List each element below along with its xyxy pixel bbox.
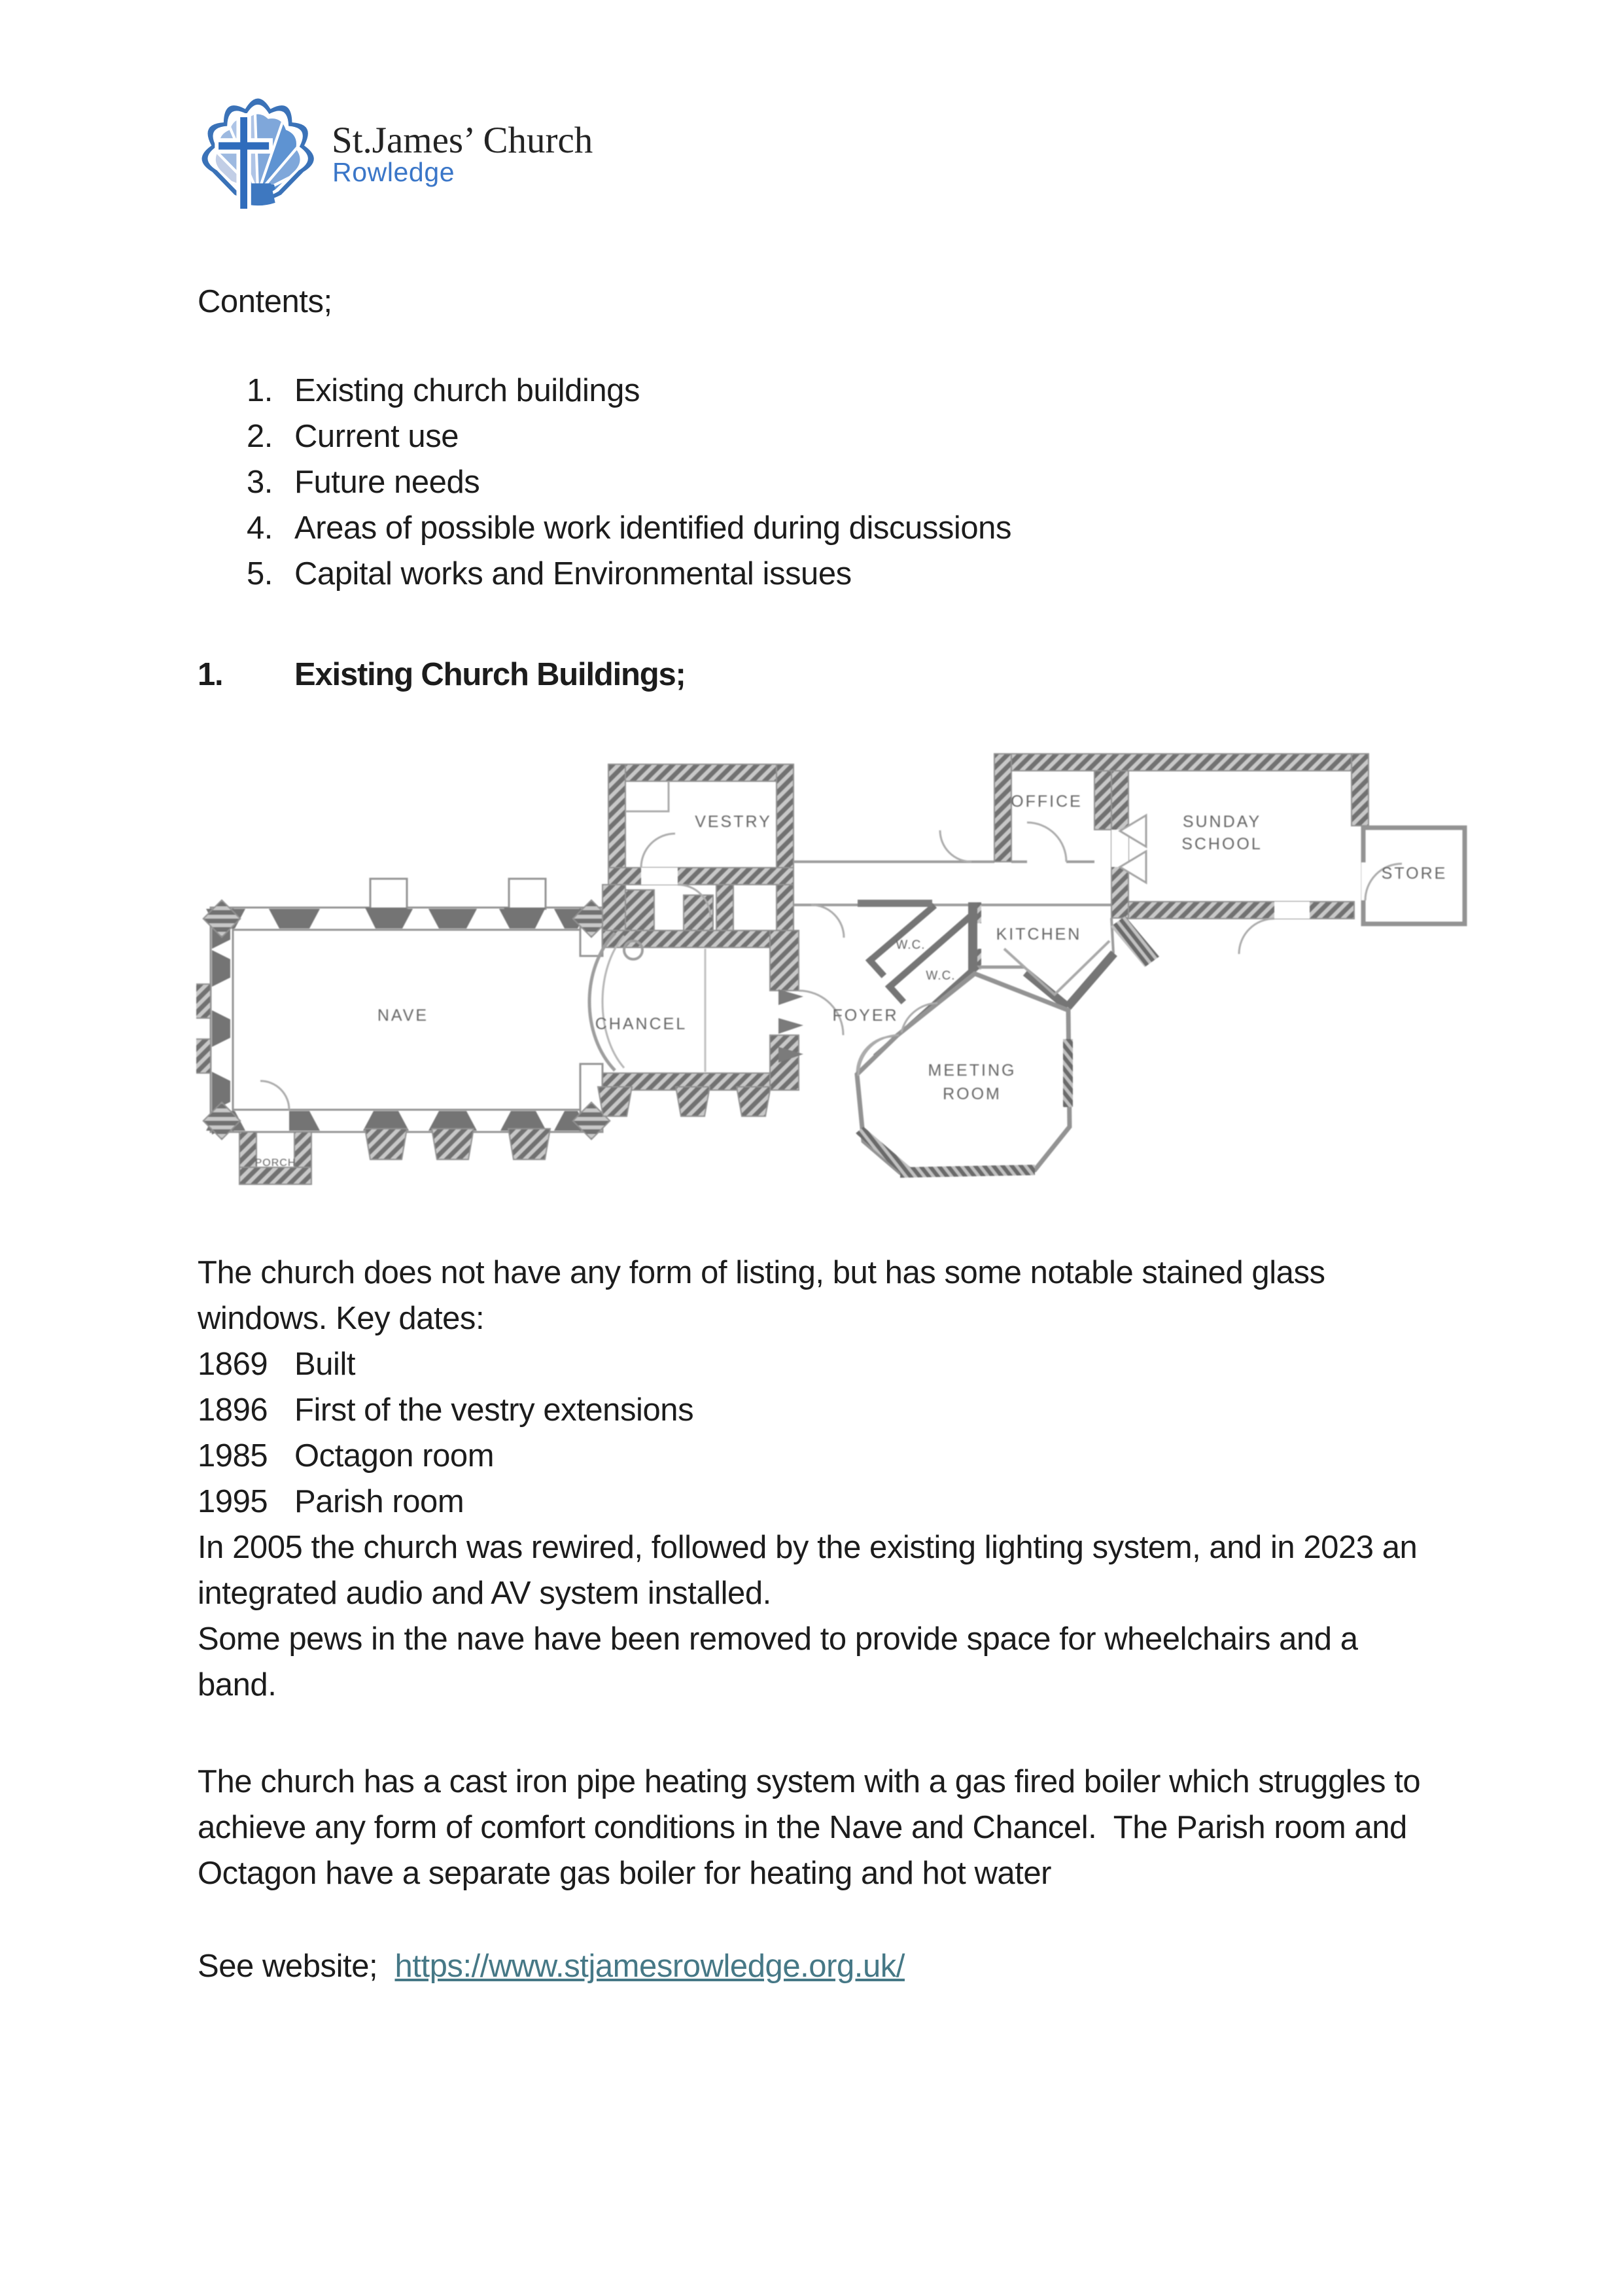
svg-text:OFFICE: OFFICE [1011,792,1083,811]
svg-text:PORCH: PORCH [255,1157,296,1169]
svg-text:VESTRY: VESTRY [695,813,772,831]
svg-text:FOYER: FOYER [832,1006,898,1025]
svg-text:NAVE: NAVE [377,1006,428,1025]
svg-text:KITCHEN: KITCHEN [996,925,1082,944]
svg-text:W.C.: W.C. [926,969,955,983]
svg-text:SUNDAY: SUNDAY [1183,813,1261,831]
svg-text:MEETING: MEETING [928,1061,1017,1080]
svg-text:SCHOOL: SCHOOL [1181,835,1263,853]
svg-text:STORE: STORE [1382,864,1448,883]
svg-text:W.C.: W.C. [896,938,925,952]
svg-text:ROOM: ROOM [943,1085,1002,1103]
svg-text:CHANCEL: CHANCEL [595,1015,687,1033]
